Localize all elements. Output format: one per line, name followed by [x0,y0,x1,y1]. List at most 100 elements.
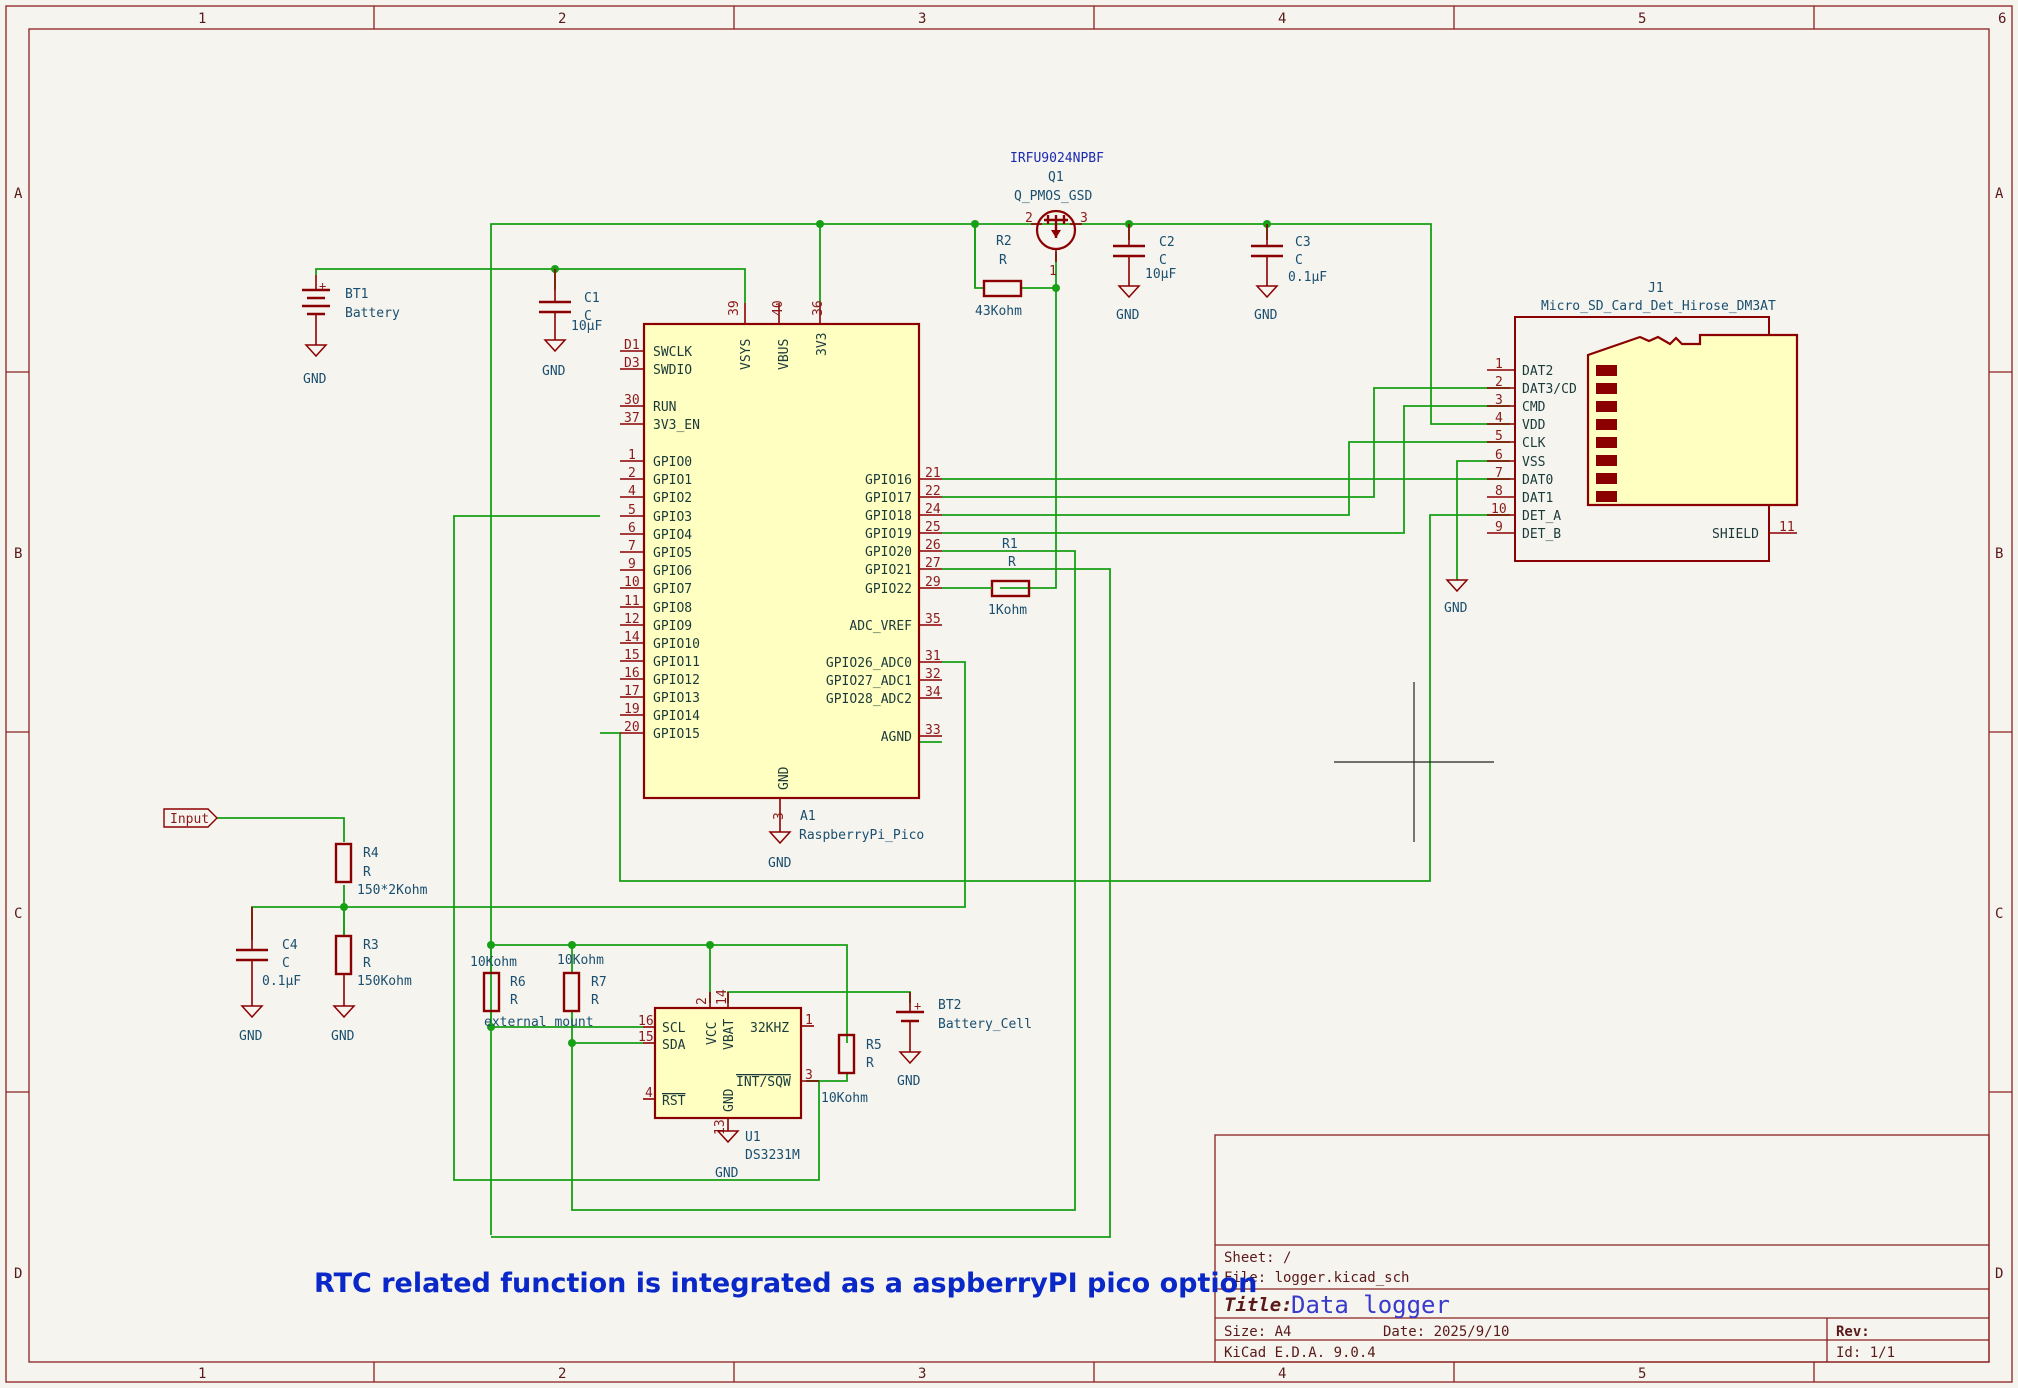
u1-vbat-num: 14 [715,989,730,1005]
r1-ref: R1 [1002,537,1018,552]
j1-pin-3-num: 3 [1495,393,1503,408]
a1-left-8-name: GPIO4 [653,528,692,543]
a1-right-11-num: 33 [925,723,941,738]
j1-pin-9-num: 9 [1495,520,1503,535]
a1-top-pin-39-num: 39 [727,300,742,316]
a1-right-11-name: AGND [881,730,912,745]
a1-right-1-name: GPIO17 [865,491,912,506]
q1-pin3: 3 [1080,211,1088,226]
a1-top-pin-36-num: 36 [811,300,826,316]
a1-left-2-num: 30 [624,393,640,408]
capacitor-c1[interactable]: C1 C 10µF GND [539,269,602,379]
j1-pin-7-name: DAT0 [1522,473,1553,488]
r3-type: R [363,956,371,971]
a1-left-19-num: 20 [624,720,640,735]
a1-left-18-name: GPIO14 [653,709,700,724]
r4-ref: R4 [363,846,379,861]
q1-ref: Q1 [1048,170,1064,185]
a1-right-2-num: 24 [925,502,941,517]
capacitor-c3[interactable]: C3 C 0.1µF GND [1251,224,1327,323]
capacitor-c2[interactable]: C2 C 10µF GND [1113,224,1176,323]
r7-value: 10Kohm [557,953,604,968]
bt1-value: Battery [345,306,400,321]
tb-rev: Rev: [1836,1324,1870,1340]
a1-right-2-name: GPIO18 [865,509,912,524]
a1-right-4-name: GPIO20 [865,545,912,560]
mosfet-q1[interactable]: IRFU9024NPBF Q1 Q_PMOS_GSD 2 3 1 [1010,151,1104,279]
j1-value: Micro_SD_Card_Det_Hirose_DM3AT [1541,299,1776,314]
resistor-r4[interactable]: R4 R 150*2Kohm [334,842,428,898]
rtc-note: RTC related function is integrated as a … [314,1268,1257,1299]
a1-right-5-num: 27 [925,556,941,571]
a1-gnd-pin-name: GND [777,766,792,790]
a1-right-7-name: ADC_VREF [849,619,912,634]
u1-vcc-num: 2 [695,997,710,1005]
a1-left-17-num: 17 [624,684,640,699]
r2-ref: R2 [996,234,1012,249]
a1-gnd-pin-num: 3 [772,812,787,820]
u1-32k-num: 1 [805,1013,813,1028]
c2-value: 10µF [1145,267,1176,282]
u1-rst-num: 4 [645,1086,653,1101]
a1-left-1-num: D3 [624,356,640,371]
resistor-r1[interactable]: R1 R 1Kohm [942,537,1031,618]
a1-left-4-num: 1 [628,448,636,463]
col-label-4-bottom: 4 [1278,1366,1286,1382]
a1-right-3-num: 25 [925,520,941,535]
u1-gnd: GND [715,1166,739,1181]
col-label-1: 1 [198,11,206,27]
col-label-3: 3 [918,11,926,27]
a1-right-9-num: 32 [925,667,941,682]
battery-bt2[interactable]: + BT2 Battery_Cell GND [896,992,1032,1089]
a1-left-12-name: GPIO8 [653,601,692,616]
r3-ref: R3 [363,938,379,953]
crosshair-cursor [1334,682,1494,842]
a1-left-12-num: 11 [624,594,640,609]
r3-value: 150Kohm [357,974,412,989]
a1-left-0-name: SWCLK [653,345,692,360]
row-label-c-right: C [1995,906,2003,922]
j1-pin-1-num: 1 [1495,357,1503,372]
a1-left-2-name: RUN [653,400,676,415]
a1-ref: A1 [800,809,816,824]
resistor-r3[interactable]: R3 R 150Kohm GND [331,907,412,1044]
u1-32k-name: 32KHZ [750,1021,789,1036]
a1-left-19-name: GPIO15 [653,727,700,742]
a1-left-11-num: 10 [624,575,640,590]
c3-gnd: GND [1254,308,1278,323]
tb-tool: KiCad E.D.A. 9.0.4 [1224,1345,1376,1361]
capacitor-c4[interactable]: C4 C 0.1µF GND [236,907,301,1044]
u1-ref: U1 [745,1130,761,1145]
battery-bt1[interactable]: + BT1 Battery GND [302,275,400,387]
a1-left-15-num: 15 [624,648,640,663]
j1-pin-5-name: CLK [1522,436,1546,451]
tb-id: Id: 1/1 [1836,1345,1895,1361]
a1-left-0-num: D1 [624,338,640,353]
a1-left-6-name: GPIO2 [653,491,692,506]
c3-ref: C3 [1295,235,1311,250]
q1-mpn: IRFU9024NPBF [1010,151,1104,166]
c2-type: C [1159,253,1167,268]
drawing-frame: 1 2 3 4 5 6 1 2 3 4 5 A B C D A B C D [5,5,2013,1383]
r6-type: R [510,993,518,1008]
resistor-r2[interactable]: R2 R 43Kohm [975,234,1023,319]
rtc-u1[interactable]: 16 SCL 15 SDA 4 RST 2 VCC 14 VBAT 1 32KH… [638,989,819,1181]
microsd-j1[interactable]: J1 Micro_SD_Card_Det_Hirose_DM3AT 1 2 3 … [1444,281,1799,616]
j1-pin-8-num: 8 [1495,484,1503,499]
external-mount-note: external mount [484,1015,594,1030]
resistor-r6[interactable]: 10Kohm R6 R [470,955,526,1013]
resistor-r5[interactable]: R5 R 10Kohm [821,1033,882,1106]
a1-top-pin-39-name: VSYS [739,339,754,370]
input-label[interactable]: Input [163,808,218,828]
a1-left-13-num: 12 [624,612,640,627]
a1-right-pins: 21 22 24 25 26 27 29 35 31 32 34 33 GPIO… [826,466,942,745]
a1-left-18-num: 19 [624,702,640,717]
a1-left-13-name: GPIO9 [653,619,692,634]
u1-int-name: INT/SQW [736,1075,791,1090]
u1-int-num: 3 [805,1068,813,1083]
a1-left-14-name: GPIO10 [653,637,700,652]
pico-a1[interactable]: 39 40 36 VSYS VBUS 3V3 D [620,300,942,871]
q1-pin2: 2 [1025,211,1033,226]
resistor-r7[interactable]: 10Kohm R7 R [557,953,607,1013]
